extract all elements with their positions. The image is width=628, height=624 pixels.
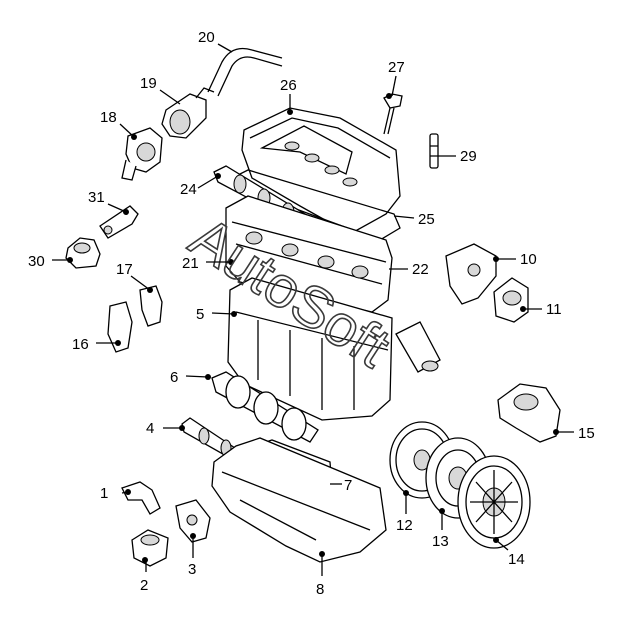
- callout-10: 10: [520, 251, 537, 268]
- callout-20: 20: [198, 29, 215, 46]
- part-26-valve-cover: [241, 107, 401, 235]
- part-15-starter: [497, 383, 561, 443]
- part-18-water-pump: [121, 127, 163, 181]
- callout-29: 29: [460, 148, 477, 165]
- callout-7: 7: [344, 477, 352, 494]
- callout-3: 3: [188, 561, 196, 578]
- callout-labels: 1 2 3 4 5 6 7 8 10 11 12 13 14 15 16 17 …: [28, 29, 595, 598]
- callout-13: 13: [432, 533, 449, 550]
- leader-lines: [52, 43, 574, 576]
- part-3-mount-bracket: [175, 499, 211, 543]
- callout-8: 8: [316, 581, 324, 598]
- part-19-thermostat-housing: [161, 87, 215, 139]
- callout-17: 17: [116, 261, 133, 278]
- callout-11: 11: [546, 301, 562, 318]
- callout-19: 19: [140, 75, 157, 92]
- part-31-bracket: [99, 205, 139, 239]
- part-8-oil-pan: [211, 437, 387, 563]
- part-2-engine-mount: [131, 529, 169, 567]
- part-oil-filter: [395, 321, 441, 373]
- callout-18: 18: [100, 109, 117, 126]
- part-6-crankshaft: [205, 371, 319, 443]
- callout-4: 4: [146, 420, 154, 437]
- callout-6: 6: [170, 369, 178, 386]
- part-30-mount: [65, 237, 101, 269]
- callout-16: 16: [72, 336, 89, 353]
- callout-25: 25: [418, 211, 435, 228]
- part-14-pressure-plate: [457, 455, 531, 549]
- callout-24: 24: [180, 181, 197, 198]
- callout-22: 22: [412, 261, 429, 278]
- callout-1: 1: [100, 485, 108, 502]
- part-11-engine-mount: [493, 277, 529, 323]
- callout-2: 2: [140, 577, 148, 594]
- part-20-hose: [207, 47, 283, 97]
- callout-21: 21: [182, 255, 199, 272]
- callout-14: 14: [508, 551, 525, 568]
- callout-12: 12: [396, 517, 413, 534]
- part-1-bracket: [121, 481, 161, 515]
- part-5-cylinder-block: [227, 277, 393, 421]
- part-29-spark-plug: [429, 133, 439, 169]
- part-16-sensor: [107, 301, 133, 353]
- part-17-thermo-switch: [139, 285, 163, 327]
- callout-5: 5: [196, 306, 204, 323]
- part-27-sensor: [383, 93, 403, 135]
- callout-15: 15: [578, 425, 595, 442]
- callout-26: 26: [280, 77, 297, 94]
- callout-31: 31: [88, 189, 105, 206]
- callout-27: 27: [388, 59, 405, 76]
- part-10-mount-bracket: [445, 243, 499, 305]
- callout-30: 30: [28, 253, 45, 270]
